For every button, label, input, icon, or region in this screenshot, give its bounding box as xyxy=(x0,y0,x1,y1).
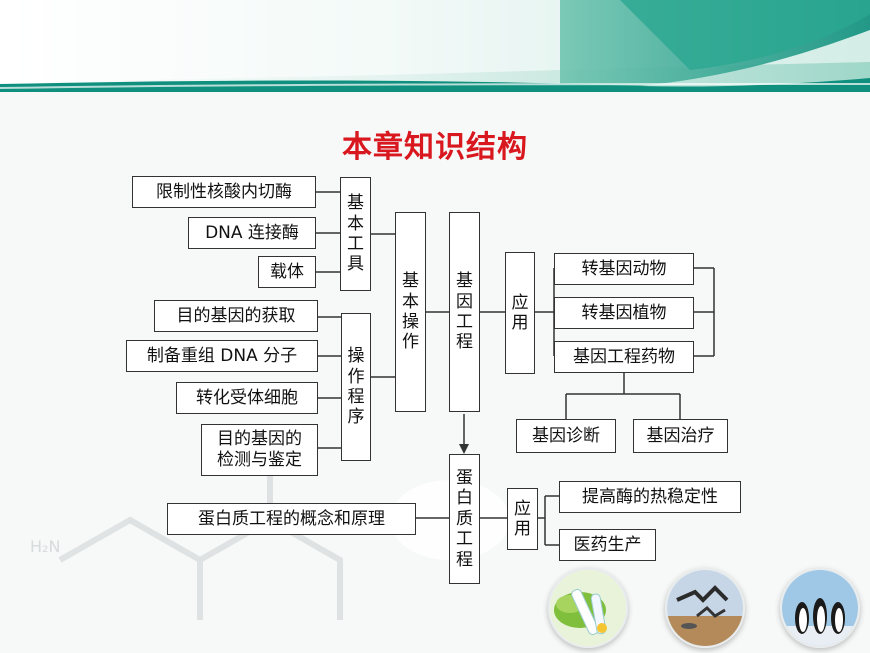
basic-operations-box: 基本操作 xyxy=(395,212,426,412)
enzyme-thermostability-box: 提高酶的热稳定性 xyxy=(559,481,741,513)
protein-application-label: 应用 xyxy=(514,498,531,539)
basic-operations-label: 基本操作 xyxy=(402,271,419,353)
test-tube-photo xyxy=(548,568,628,648)
application-box: 应用 xyxy=(505,252,535,374)
basic-tools-label: 基本工具 xyxy=(347,193,364,275)
protein-engineering-label: 蛋白质工程 xyxy=(456,468,473,570)
transgenic-plants-box: 转基因植物 xyxy=(554,297,694,329)
restriction-enzyme-box: 限制性核酸内切酶 xyxy=(132,176,316,208)
birds-photo xyxy=(665,568,745,648)
transgenic-animals-box: 转基因动物 xyxy=(554,253,694,285)
transform-host-box: 转化受体细胞 xyxy=(176,382,318,414)
genetic-engineering-box: 基因工程 xyxy=(449,212,480,412)
medicine-production-box: 医药生产 xyxy=(559,529,656,561)
genetic-engineering-label: 基因工程 xyxy=(456,271,473,353)
penguins-photo xyxy=(780,568,860,648)
dna-ligase-box: DNA 连接酶 xyxy=(188,217,316,249)
detection-identification-box: 目的基因的检测与鉴定 xyxy=(201,424,318,476)
protein-engineering-box: 蛋白质工程 xyxy=(449,454,480,584)
protein-engineering-concept-box: 蛋白质工程的概念和原理 xyxy=(167,503,416,535)
gene-drugs-box: 基因工程药物 xyxy=(554,341,694,373)
header-banner xyxy=(0,0,870,92)
procedure-label: 操作程序 xyxy=(347,346,365,428)
gene-diagnosis-box: 基因诊断 xyxy=(516,419,616,453)
detection-identification-label: 目的基因的检测与鉴定 xyxy=(217,428,302,470)
application-label: 应用 xyxy=(511,292,529,333)
procedure-box: 操作程序 xyxy=(341,313,371,461)
gene-therapy-box: 基因治疗 xyxy=(633,419,728,453)
page-title: 本章知识结构 xyxy=(342,130,528,165)
target-gene-acquisition-box: 目的基因的获取 xyxy=(154,300,318,332)
vector-box: 载体 xyxy=(258,256,316,288)
svg-text:H₂N: H₂N xyxy=(30,537,60,556)
recombinant-dna-box: 制备重组 DNA 分子 xyxy=(126,340,318,372)
basic-tools-box: 基本工具 xyxy=(340,177,371,291)
protein-application-box: 应用 xyxy=(507,488,538,550)
